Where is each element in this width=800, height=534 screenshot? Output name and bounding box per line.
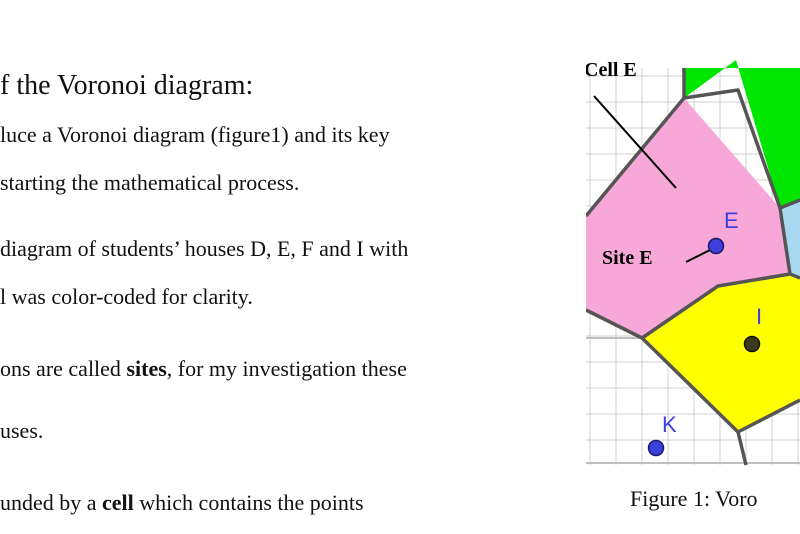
paragraph-1-line-1: luce a Voronoi diagram (figure1) and its… (0, 122, 390, 147)
figure-caption: Figure 1: Voro (630, 486, 758, 511)
site-k-point (647, 439, 665, 457)
paragraph-3-text-after: , for my investigation these (166, 356, 407, 381)
voronoi-diagram: Cell E Site E E I K (586, 59, 800, 466)
paragraph-3-line-2: uses. (0, 418, 44, 443)
document-text: f the Voronoi diagram: luce a Voronoi di… (0, 70, 409, 516)
point-label-e: E (724, 208, 739, 233)
cell-e-label: Cell E (586, 59, 637, 81)
paragraph-3-line-1: ons are called sites, for my investigati… (0, 356, 407, 382)
cell-right-blue (780, 200, 800, 278)
cell-top-green (682, 60, 800, 208)
section-heading: f the Voronoi diagram: (0, 70, 254, 101)
cell-edges (586, 68, 800, 466)
site-e-label: Site E (602, 247, 653, 269)
paragraph-4-text-after: which contains the points (133, 490, 364, 515)
cell-e-pink (586, 98, 790, 338)
paragraph-1-line-2: starting the mathematical process. (0, 170, 300, 195)
paragraph-4-line-1: unded by a cell which contains the point… (0, 490, 364, 516)
paragraph-2-line-1: diagram of students’ houses D, E, F and … (0, 236, 409, 261)
point-label-k: K (662, 412, 677, 437)
site-e-point (707, 237, 725, 255)
point-label-i: I (756, 304, 762, 329)
cell-i-yellow (642, 274, 800, 432)
paragraph-3-text-before: ons are called (0, 356, 127, 381)
paragraph-2-line-2: l was color-coded for clarity. (0, 284, 253, 309)
voronoi-figure: Cell E Site E E I K (586, 40, 800, 480)
cell-term: cell (102, 490, 134, 515)
cell-e-pointer-line (593, 95, 677, 189)
paragraph-4-text-before: unded by a (0, 490, 103, 515)
sites-term: sites (126, 356, 167, 381)
site-i-point (743, 335, 761, 353)
